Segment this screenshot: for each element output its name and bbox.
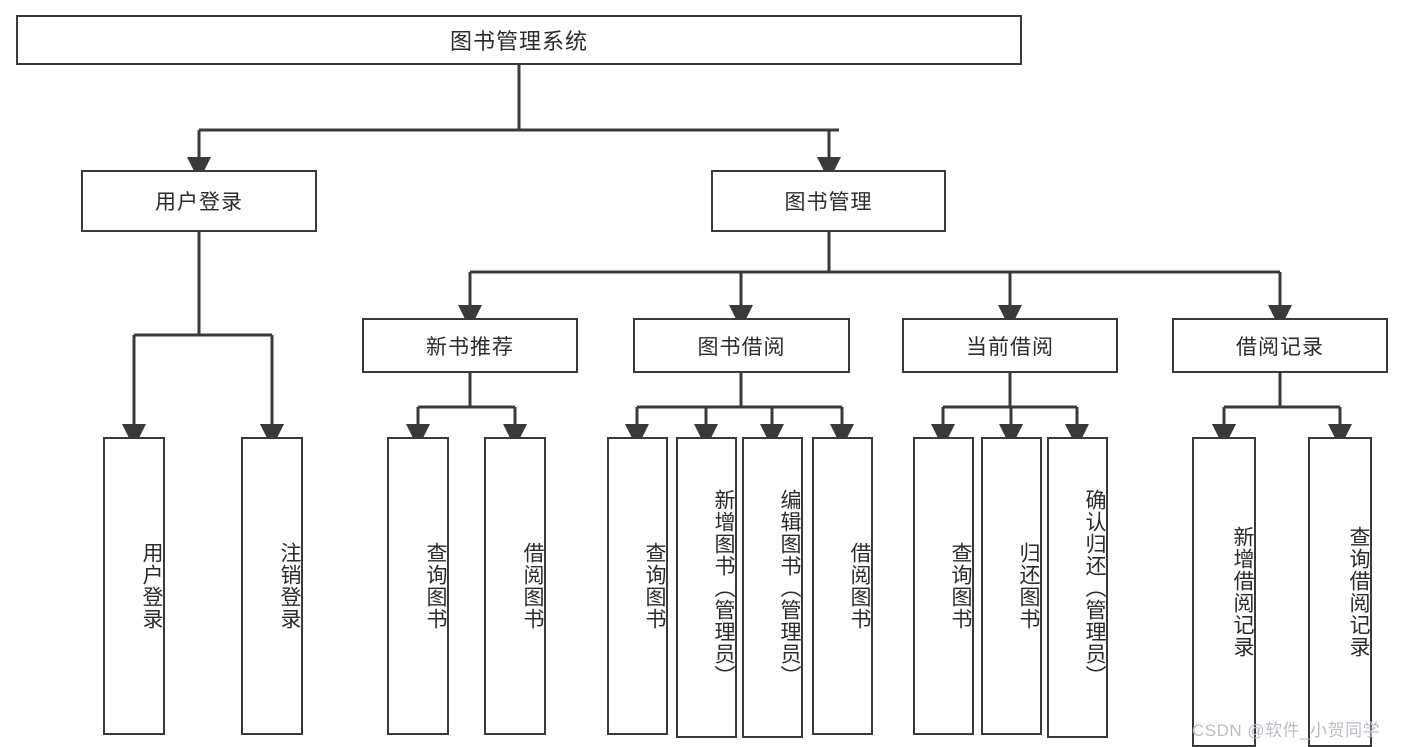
leaf-label: 归还图书: [1017, 542, 1040, 630]
node-book-management-label: 图书管理: [784, 191, 873, 214]
leaf-label: 编辑图书（管理员）: [778, 488, 801, 687]
leaf-borrow-book-recommend[interactable]: 借阅图书: [484, 437, 546, 735]
leaf-query-borrow-record[interactable]: 查询借阅记录: [1308, 437, 1372, 747]
node-new-book-recommend[interactable]: 新书推荐: [362, 318, 578, 373]
leaf-label: 用户登录: [140, 542, 163, 630]
leaf-add-book-admin[interactable]: 新增图书（管理员）: [676, 437, 737, 738]
leaf-label: 借阅图书: [848, 542, 871, 630]
node-book-management[interactable]: 图书管理: [711, 170, 946, 232]
node-borrow-record[interactable]: 借阅记录: [1172, 318, 1388, 373]
leaf-label: 查询图书: [643, 542, 666, 630]
leaf-confirm-return-admin[interactable]: 确认归还（管理员）: [1047, 437, 1108, 738]
node-root[interactable]: 图书管理系统: [16, 15, 1022, 65]
node-user-login-label: 用户登录: [155, 191, 243, 214]
node-current-borrow-label: 当前借阅: [966, 335, 1054, 359]
node-borrow-record-label: 借阅记录: [1236, 335, 1324, 359]
node-new-book-recommend-label: 新书推荐: [426, 335, 514, 359]
node-root-label: 图书管理系统: [449, 29, 588, 54]
leaf-borrow-book[interactable]: 借阅图书: [812, 437, 873, 735]
leaf-user-login[interactable]: 用户登录: [103, 437, 165, 735]
node-user-login[interactable]: 用户登录: [81, 170, 317, 232]
watermark: CSDN @软件_小贺同学: [1192, 721, 1381, 740]
leaf-label: 查询图书: [424, 542, 447, 630]
leaf-label: 新增图书（管理员）: [712, 488, 735, 687]
leaf-add-borrow-record[interactable]: 新增借阅记录: [1192, 437, 1256, 747]
leaf-label: 确认归还（管理员）: [1083, 488, 1106, 687]
leaf-query-book-recommend[interactable]: 查询图书: [387, 437, 449, 735]
leaf-label: 注销登录: [278, 542, 301, 630]
leaf-user-logout[interactable]: 注销登录: [241, 437, 303, 735]
leaf-query-book-borrow[interactable]: 查询图书: [607, 437, 668, 735]
leaf-label: 新增借阅记录: [1231, 526, 1254, 658]
leaf-label: 借阅图书: [521, 542, 544, 630]
leaf-label: 查询借阅记录: [1347, 526, 1370, 658]
leaf-label: 查询图书: [949, 542, 972, 630]
node-current-borrow[interactable]: 当前借阅: [902, 318, 1118, 373]
leaf-query-book-current[interactable]: 查询图书: [913, 437, 974, 735]
leaf-return-book[interactable]: 归还图书: [981, 437, 1042, 735]
leaf-edit-book-admin[interactable]: 编辑图书（管理员）: [742, 437, 803, 738]
node-book-borrow[interactable]: 图书借阅: [633, 318, 850, 373]
node-book-borrow-label: 图书借阅: [697, 335, 786, 359]
